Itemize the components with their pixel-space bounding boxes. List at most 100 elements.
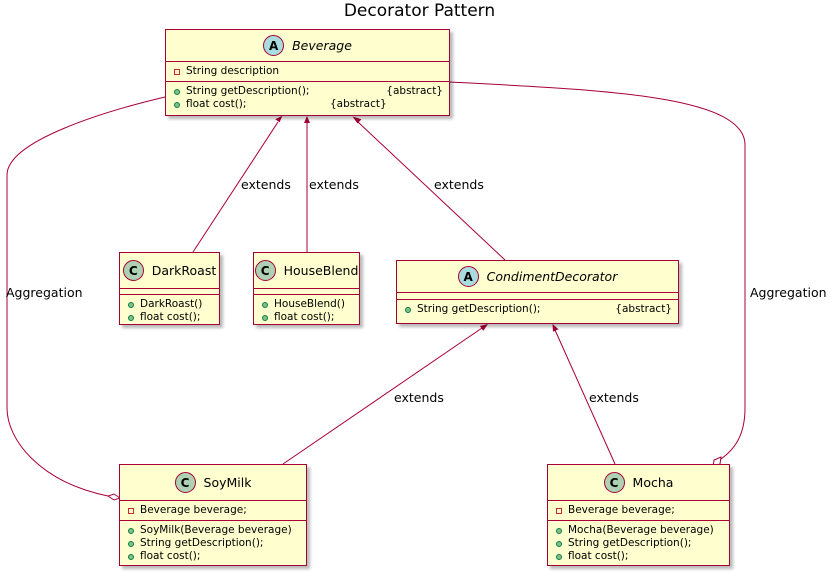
arrowhead-icon — [275, 115, 283, 123]
edge-label-aggregation: Aggregation — [6, 285, 83, 300]
method-signature: float cost(); — [140, 311, 201, 323]
method-row: String getDescription(); {abstract} — [174, 85, 443, 98]
method-signature: Mocha(Beverage beverage) — [568, 524, 714, 536]
public-method-icon — [128, 553, 134, 560]
fields-section — [254, 288, 359, 294]
class-header: C DarkRoast — [120, 253, 219, 288]
public-method-icon — [262, 314, 268, 321]
public-method-icon — [128, 540, 134, 547]
abstract-class-icon: A — [457, 266, 479, 287]
method-row: float cost(); — [128, 550, 300, 563]
edge-soymilk-extends-condiment — [282, 327, 483, 465]
method-row: DarkRoast() — [128, 298, 213, 311]
method-row: String getDescription(); {abstract} — [405, 303, 672, 316]
method-signature: float cost(); — [140, 550, 201, 562]
class-header: C Mocha — [548, 465, 729, 500]
edge-label-extends: extends — [394, 390, 444, 405]
class-name: Mocha — [632, 475, 674, 490]
methods-section: HouseBlend() float cost(); — [254, 294, 359, 327]
class-name: HouseBlend — [283, 263, 359, 278]
class-darkroast[interactable]: C DarkRoast DarkRoast() float cost(); — [119, 252, 220, 325]
method-signature: DarkRoast() — [140, 298, 203, 310]
fields-section: String description — [166, 61, 449, 81]
class-houseblend[interactable]: C HouseBlend HouseBlend() float cost(); — [253, 252, 360, 325]
method-signature: String getDescription(); — [568, 537, 692, 549]
abstract-class-icon: A — [263, 35, 285, 56]
public-method-icon — [174, 101, 180, 108]
class-beverage[interactable]: A Beverage String description String get… — [165, 29, 450, 116]
edge-label-extends: extends — [241, 177, 291, 192]
class-name: Beverage — [292, 38, 352, 53]
method-signature: String getDescription(); — [417, 303, 541, 315]
method-row: SoyMilk(Beverage beverage) — [128, 524, 300, 537]
edge-label-extends: extends — [589, 390, 639, 405]
class-icon: C — [122, 260, 144, 281]
aggregation-diamond-icon — [106, 493, 122, 501]
class-name: SoyMilk — [203, 475, 252, 490]
edge-darkroast-extends-beverage — [192, 121, 279, 253]
public-method-icon — [128, 314, 134, 321]
field-row: String description — [174, 65, 443, 78]
field-text: Beverage beverage; — [140, 504, 247, 516]
edge-aggregation-soymilk — [6, 96, 166, 497]
fields-section — [120, 288, 219, 294]
public-method-icon — [556, 540, 562, 547]
method-row: String getDescription(); — [556, 537, 723, 550]
method-row: float cost(); — [262, 311, 353, 324]
class-header: A CondimentDecorator — [397, 261, 678, 292]
method-row: float cost(); — [128, 311, 213, 324]
methods-section: SoyMilk(Beverage beverage) String getDes… — [120, 520, 306, 566]
class-header: C SoyMilk — [120, 465, 306, 500]
method-signature: float cost(); — [274, 311, 335, 323]
class-icon: C — [254, 260, 276, 281]
fields-section — [397, 292, 678, 299]
abstract-tag: {abstract} — [386, 85, 443, 97]
abstract-tag: {abstract} — [615, 303, 672, 315]
public-method-icon — [556, 553, 562, 560]
class-icon: C — [174, 472, 196, 493]
edge-mocha-extends-condiment — [554, 329, 616, 465]
public-method-icon — [174, 88, 180, 95]
edge-condiment-extends-beverage — [357, 121, 506, 261]
arrowhead-icon — [352, 116, 362, 124]
class-condimentdecorator[interactable]: A CondimentDecorator String getDescripti… — [396, 260, 679, 324]
method-row: String getDescription(); — [128, 537, 300, 550]
private-field-icon — [556, 507, 562, 514]
field-row: Beverage beverage; — [556, 504, 723, 517]
method-signature: SoyMilk(Beverage beverage) — [140, 524, 292, 536]
method-signature: float cost(); — [568, 550, 629, 562]
abstract-tag: {abstract} — [330, 98, 387, 110]
edge-label-extends: extends — [309, 177, 359, 192]
edge-aggregation-mocha — [449, 81, 746, 462]
arrowhead-icon — [552, 324, 559, 332]
method-signature: String getDescription(); — [140, 537, 264, 549]
private-field-icon — [128, 507, 134, 514]
edge-label-aggregation: Aggregation — [750, 285, 827, 300]
class-icon: C — [603, 472, 625, 493]
arrowhead-icon — [479, 324, 488, 331]
public-method-icon — [128, 527, 134, 534]
class-name: CondimentDecorator — [486, 269, 618, 284]
method-signature: String getDescription(); — [186, 85, 310, 97]
method-row: HouseBlend() — [262, 298, 353, 311]
class-name: DarkRoast — [151, 263, 217, 278]
class-header: A Beverage — [166, 30, 449, 61]
class-soymilk[interactable]: C SoyMilk Beverage beverage; SoyMilk(Bev… — [119, 464, 307, 566]
method-row: float cost(); — [556, 550, 723, 563]
methods-section: Mocha(Beverage beverage) String getDescr… — [548, 520, 729, 566]
methods-section: DarkRoast() float cost(); — [120, 294, 219, 327]
arrowhead-icon — [304, 116, 310, 123]
public-method-icon — [556, 527, 562, 534]
field-row: Beverage beverage; — [128, 504, 300, 517]
public-method-icon — [128, 301, 134, 308]
methods-section: String getDescription(); {abstract} float… — [166, 81, 449, 114]
method-signature: float cost(); — [186, 98, 247, 110]
fields-section: Beverage beverage; — [548, 500, 729, 520]
private-field-icon — [174, 68, 180, 75]
public-method-icon — [262, 301, 268, 308]
class-mocha[interactable]: C Mocha Beverage beverage; Mocha(Beverag… — [547, 464, 730, 566]
public-method-icon — [405, 306, 411, 313]
method-signature: HouseBlend() — [274, 298, 345, 310]
